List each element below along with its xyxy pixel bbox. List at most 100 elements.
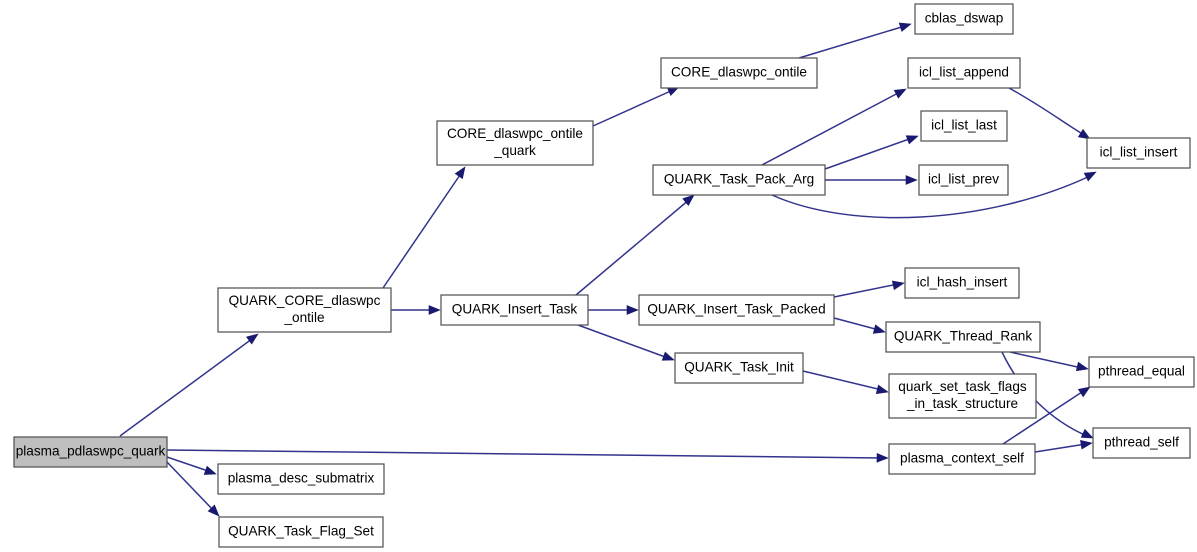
node-box[interactable] [920, 110, 1008, 142]
node-box[interactable] [638, 294, 835, 326]
edge-plasma_pdlaswpc_quark-to-QUARK_Task_Flag_Set [166, 461, 220, 517]
edge-line [1008, 87, 1085, 136]
node-cblas_dswap[interactable]: cblas_dswap [914, 3, 1014, 35]
node-CORE_dlaswpc_ontile[interactable]: CORE_dlaswpc_ontile [660, 57, 818, 89]
node-icl_list_prev[interactable]: icl_list_prev [918, 164, 1009, 196]
node-box[interactable] [217, 287, 392, 333]
node-box[interactable] [674, 352, 804, 384]
node-label: _ontile [283, 310, 324, 325]
node-QUARK_Task_Pack_Arg[interactable]: QUARK_Task_Pack_Arg [652, 164, 826, 196]
node-label: icl_list_prev [928, 172, 999, 187]
node-label: QUARK_CORE_dlaswpc [229, 293, 381, 308]
edge-QUARK_Insert_Task-to-QUARK_Task_Init [577, 324, 675, 361]
edge-line [577, 324, 669, 359]
node-QUARK_Task_Flag_Set[interactable]: QUARK_Task_Flag_Set [218, 516, 384, 548]
node-box[interactable] [888, 443, 1036, 475]
edge-line [798, 25, 906, 59]
node-QUARK_Insert_Task_Packed[interactable]: QUARK_Insert_Task_Packed [638, 294, 835, 326]
edge-QUARK_Task_Pack_Arg-to-icl_list_insert [771, 171, 1097, 219]
node-box[interactable] [652, 164, 826, 196]
edge-plasma_pdlaswpc_quark-to-plasma_desc_submatrix [166, 456, 217, 475]
node-box[interactable] [1092, 427, 1191, 459]
node-icl_list_last[interactable]: icl_list_last [920, 110, 1008, 142]
node-icl_hash_insert[interactable]: icl_hash_insert [904, 267, 1020, 299]
node-box[interactable] [914, 3, 1014, 35]
node-QUARK_Insert_Task[interactable]: QUARK_Insert_Task [440, 294, 589, 326]
node-plasma_desc_submatrix[interactable]: plasma_desc_submatrix [217, 463, 385, 495]
node-box[interactable] [660, 57, 818, 89]
node-label: icl_list_last [931, 118, 997, 133]
edge-plasma_context_self-to-pthread_equal [1002, 386, 1091, 445]
node-box[interactable] [440, 294, 589, 326]
node-QUARK_Thread_Rank[interactable]: QUARK_Thread_Rank [885, 321, 1041, 353]
node-label: icl_list_append [919, 65, 1009, 80]
node-label: CORE_dlaswpc_ontile [671, 65, 807, 80]
edge-QUARK_Insert_Task_Packed-to-QUARK_Thread_Rank [833, 317, 886, 334]
edge-line [1002, 389, 1086, 445]
edge-arrowhead [891, 280, 905, 291]
node-plasma_context_self[interactable]: plasma_context_self [888, 443, 1036, 475]
node-box[interactable] [1088, 356, 1195, 388]
edge-arrowhead [246, 333, 259, 345]
edges-layer [119, 22, 1097, 517]
node-box[interactable] [907, 57, 1021, 89]
node-box[interactable] [904, 267, 1020, 299]
edge-QUARK_Task_Pack_Arg-to-icl_list_append [761, 88, 907, 166]
node-plasma_pdlaswpc_quark[interactable]: plasma_pdlaswpc_quark [13, 436, 168, 468]
node-icl_list_insert[interactable]: icl_list_insert [1086, 137, 1191, 169]
nodes-layer: plasma_pdlaswpc_quark plasma_desc_submatr… [13, 3, 1195, 548]
edge-arrowhead [905, 135, 919, 145]
edge-QUARK_Thread_Rank-to-pthread_self [1001, 351, 1094, 439]
edge-line [575, 198, 691, 296]
edge-line [382, 171, 463, 289]
edge-plasma_context_self-to-pthread_self [1034, 439, 1093, 453]
edge-CORE_dlaswpc_ontile_quark-to-CORE_dlaswpc_ontile [592, 86, 680, 127]
node-label: QUARK_Task_Pack_Arg [664, 172, 814, 187]
edge-arrowhead [682, 194, 695, 206]
edge-arrowhead [1080, 428, 1094, 439]
edge-arrowhead [1080, 439, 1093, 450]
edge-arrowhead [876, 452, 889, 463]
node-box[interactable] [13, 436, 168, 468]
edge-arrowhead [207, 504, 220, 517]
node-label: icl_list_insert [1100, 145, 1178, 160]
edge-line [1034, 443, 1087, 453]
edge-arrowhead [1077, 386, 1091, 398]
node-label: QUARK_Insert_Task [452, 302, 578, 317]
edge-line [833, 283, 899, 298]
edge-arrowhead [1077, 128, 1091, 140]
edge-QUARK_Insert_Task_Packed-to-icl_hash_insert [833, 280, 905, 298]
edge-arrowhead [203, 465, 217, 475]
edge-arrowhead [1083, 171, 1097, 182]
node-box[interactable] [217, 463, 385, 495]
node-label: _in_task_structure [906, 396, 1018, 411]
edge-line [771, 175, 1091, 219]
edge-line [166, 461, 216, 513]
node-pthread_equal[interactable]: pthread_equal [1088, 356, 1195, 388]
node-icl_list_append[interactable]: icl_list_append [907, 57, 1021, 89]
edge-line [824, 137, 913, 170]
edge-arrowhead [626, 305, 639, 315]
node-pthread_self[interactable]: pthread_self [1092, 427, 1191, 459]
edge-arrowhead [893, 88, 907, 99]
node-QUARK_Task_Init[interactable]: QUARK_Task_Init [674, 352, 804, 384]
edge-arrowhead [898, 22, 912, 32]
edge-QUARK_CORE_dlaswpc_ontile-to-QUARK_Insert_Task [391, 305, 441, 315]
node-quark_set_task_flags_in_task_structure[interactable]: quark_set_task_flags _in_task_structure [888, 373, 1037, 419]
node-CORE_dlaswpc_ontile_quark[interactable]: CORE_dlaswpc_ontile_quark [436, 120, 594, 166]
node-box[interactable] [1086, 137, 1191, 169]
node-QUARK_CORE_dlaswpc_ontile[interactable]: QUARK_CORE_dlaswpc _ontile [217, 287, 392, 333]
edge-QUARK_Task_Pack_Arg-to-icl_list_prev [825, 175, 918, 185]
edge-QUARK_CORE_dlaswpc_ontile-to-CORE_dlaswpc_ontile_quark [382, 166, 466, 289]
node-label: QUARK_Task_Init [684, 360, 794, 375]
edge-QUARK_Task_Init-to-quark_set_task_flags_in_task_structure [802, 370, 889, 394]
node-box[interactable] [888, 373, 1037, 419]
edge-line [761, 91, 901, 166]
edge-arrowhead [454, 166, 466, 180]
node-box[interactable] [218, 516, 384, 548]
node-box[interactable] [918, 164, 1009, 196]
node-label: QUARK_Task_Flag_Set [228, 524, 374, 539]
node-box[interactable] [436, 120, 594, 166]
node-label: quark_set_task_flags [898, 379, 1027, 394]
node-box[interactable] [885, 321, 1041, 353]
